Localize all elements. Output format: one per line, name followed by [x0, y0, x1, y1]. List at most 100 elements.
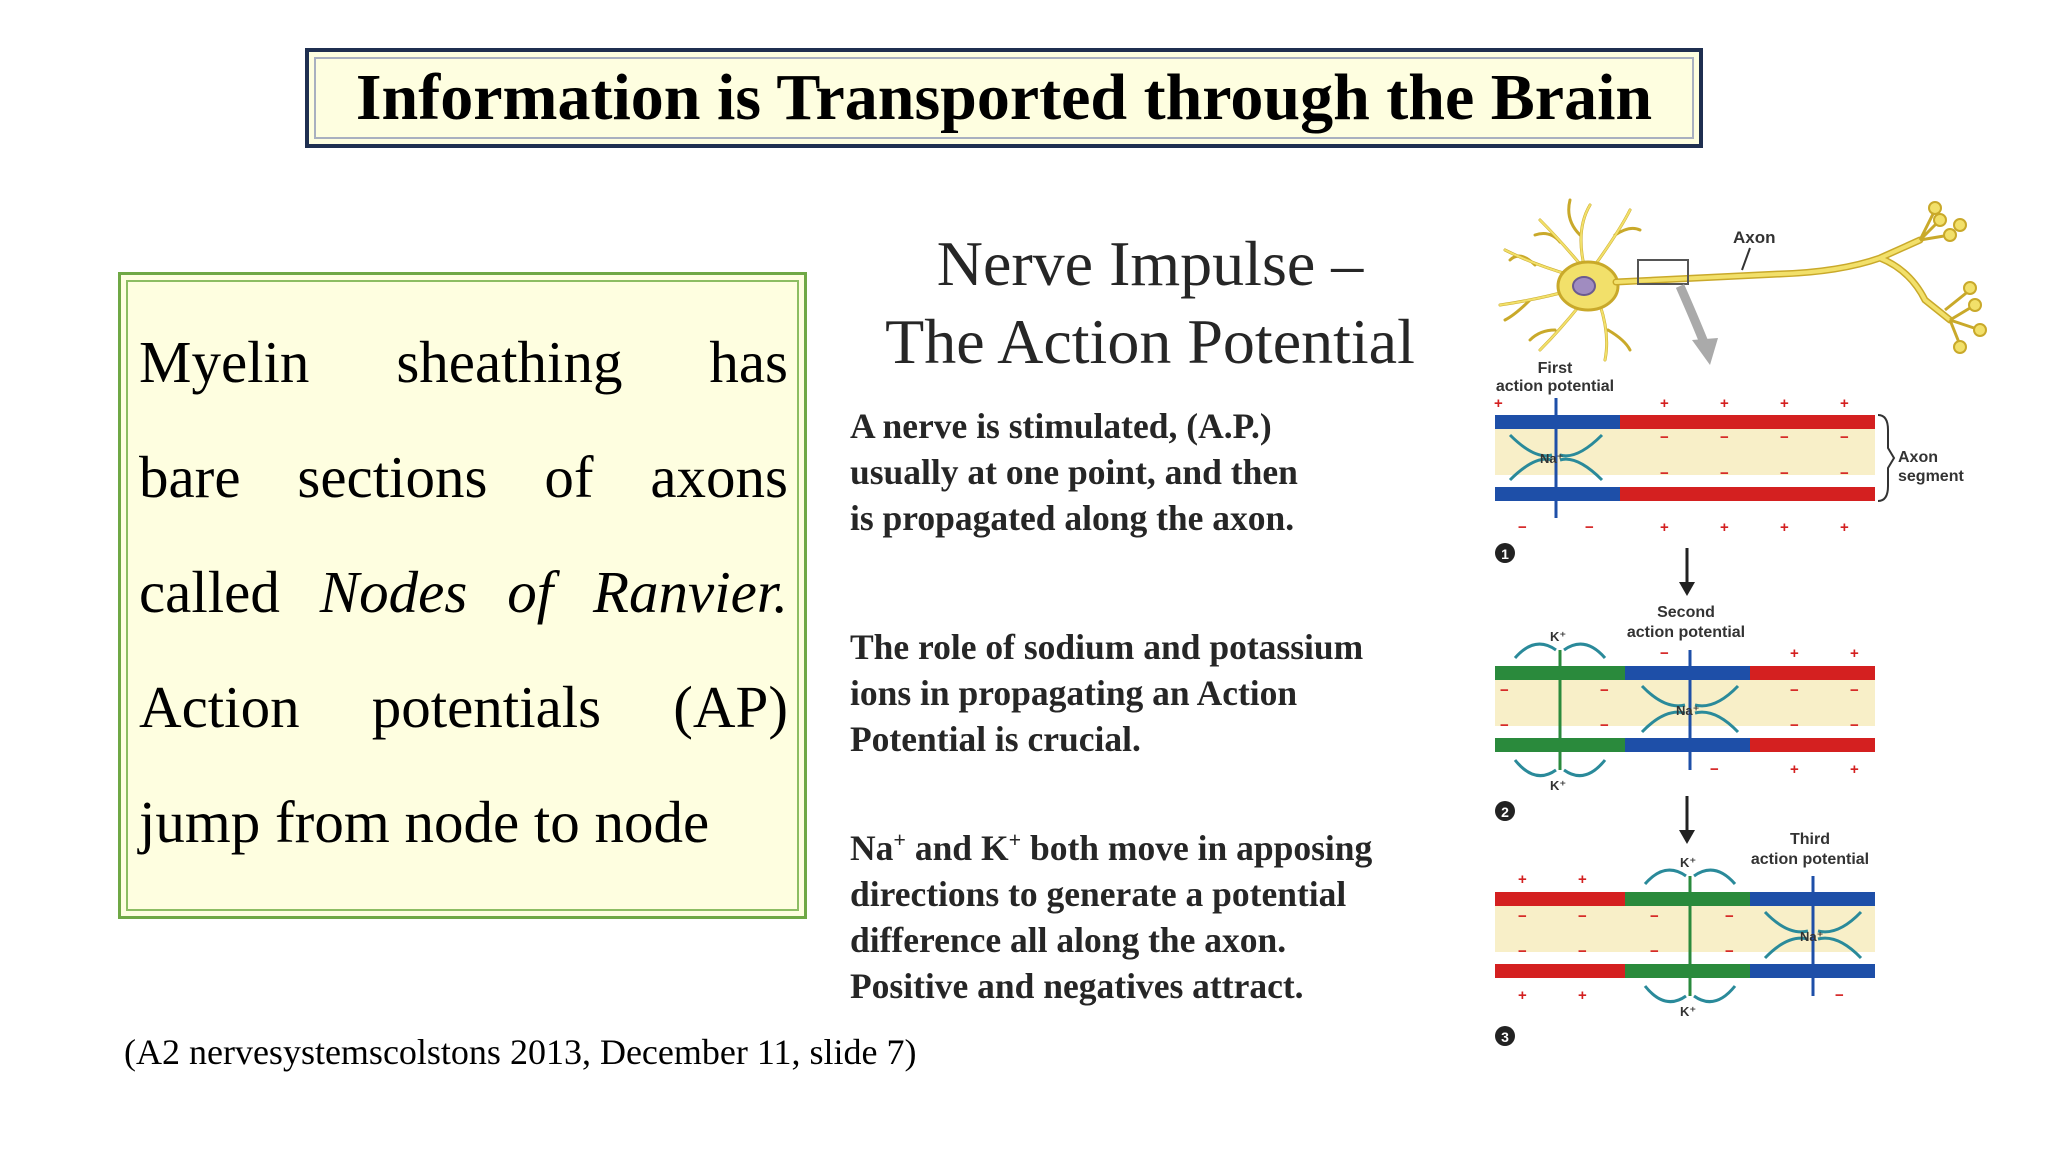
- svg-text:+: +: [1518, 987, 1527, 1004]
- ion-role-line-1: The role of sodium and potassium: [850, 627, 1364, 667]
- svg-text:+: +: [1840, 519, 1849, 536]
- svg-text:−: −: [1518, 943, 1527, 960]
- svg-text:−: −: [1835, 987, 1844, 1004]
- svg-text:−: −: [1518, 908, 1527, 925]
- na-label-3: Na⁺: [1800, 929, 1823, 944]
- svg-text:−: −: [1660, 465, 1669, 482]
- svg-text:+: +: [1790, 761, 1799, 778]
- svg-text:+: +: [1780, 519, 1789, 536]
- svg-text:−: −: [1600, 682, 1609, 699]
- svg-text:−: −: [1720, 465, 1729, 482]
- down-arrow-2-head: [1679, 830, 1695, 844]
- membrane-bottom-green-3: [1625, 964, 1750, 978]
- svg-text:−: −: [1650, 943, 1659, 960]
- step-2-number: 2: [1501, 804, 1509, 820]
- svg-text:−: −: [1780, 465, 1789, 482]
- myelin-text-line-3-prefix: called: [139, 559, 320, 625]
- axon-panel-2: Second action potential Na⁺ K⁺ K⁺ ++ ++ …: [1495, 604, 1875, 844]
- svg-text:−: −: [1578, 908, 1587, 925]
- terminal-buttons: [1928, 201, 1987, 354]
- sodium-charge: +: [893, 827, 906, 852]
- svg-text:+: +: [1790, 645, 1799, 662]
- axon-label: Axon: [1733, 228, 1776, 247]
- membrane-top-red-3: [1495, 892, 1625, 906]
- action-potential-figure: Axon First action potential Na⁺ + + + + + +…: [1480, 180, 2000, 1080]
- membrane-top-red-2: [1750, 666, 1875, 680]
- first-ap-label-line-2: action potential: [1496, 378, 1614, 395]
- axon-panel-1: First action potential Na⁺ + ++++ ++++ −…: [1494, 360, 1964, 596]
- svg-text:−: −: [1710, 761, 1719, 778]
- potassium-charge: +: [1008, 827, 1022, 852]
- svg-text:+: +: [1660, 519, 1669, 536]
- axon-label-pointer: [1741, 247, 1751, 271]
- svg-text:−: −: [1578, 943, 1587, 960]
- svg-text:+: +: [1660, 395, 1669, 412]
- ion-arrows-3: [1643, 868, 1863, 1004]
- stimulus-line-2: usually at one point, and then: [850, 452, 1298, 492]
- axon-segment-bracket: [1877, 414, 1896, 502]
- na-label-1: Na⁺: [1540, 451, 1563, 466]
- ion-role-line-2: ions in propagating an Action: [850, 673, 1298, 713]
- step-2-badge: [1495, 801, 1515, 821]
- membrane-top-green-3: [1625, 892, 1750, 906]
- svg-text:−: −: [1720, 429, 1729, 446]
- axon-segment-label-line-2: segment: [1898, 468, 1964, 485]
- axon-shaft-highlight: [1614, 238, 1952, 322]
- step-1-number: 1: [1501, 546, 1509, 562]
- svg-text:−: −: [1790, 717, 1799, 734]
- nerve-impulse-heading-line-2: The Action Potential: [885, 306, 1415, 377]
- myelin-textbox: Myelin sheathing has bare sections of ax…: [118, 272, 807, 919]
- membrane-bottom-red-3: [1495, 964, 1625, 978]
- nodes-of-ranvier-term: Nodes of Ranvier.: [319, 559, 788, 625]
- myelin-text-line-5: jump from node to node: [139, 789, 710, 855]
- na-label-2: Na⁺: [1676, 703, 1699, 718]
- ion-movement-line-4: Positive and negatives attract.: [850, 965, 1304, 1006]
- first-ap-label-line-1: First: [1538, 360, 1573, 377]
- membrane-top-red-1: [1620, 415, 1875, 429]
- zoom-arrow-head: [1692, 338, 1718, 365]
- ion-movement-line-1-rest: both move in apposing: [1021, 827, 1373, 868]
- svg-text:−: −: [1500, 682, 1509, 699]
- axon-segment-label-line-1: Axon: [1898, 449, 1938, 466]
- svg-text:−: −: [1840, 465, 1849, 482]
- ion-movement-line-1: Na+ and K+ both move in apposing: [850, 817, 1372, 871]
- stimulus-paragraph: A nerve is stimulated, (A.P.) usually at…: [850, 403, 1298, 541]
- membrane-top-blue-2: [1625, 666, 1750, 680]
- nerve-impulse-heading: Nerve Impulse – The Action Potential: [845, 225, 1455, 381]
- potassium-symbol: K: [980, 827, 1009, 868]
- svg-text:−: −: [1660, 645, 1669, 662]
- charge-row-2: ++ ++ −−−− −−−− −−: [1500, 645, 1859, 778]
- and-word: and: [905, 827, 981, 868]
- svg-text:−: −: [1725, 943, 1734, 960]
- dendrite-highlights: [1499, 204, 1631, 361]
- na-influx-arrows-1: [1508, 433, 1604, 482]
- k-label-2-top: K⁺: [1550, 629, 1566, 644]
- svg-text:−: −: [1660, 429, 1669, 446]
- svg-text:−: −: [1650, 908, 1659, 925]
- svg-text:−: −: [1518, 519, 1527, 536]
- charge-signs-1: +: [1494, 395, 1503, 412]
- membrane-bottom-red-1: [1620, 487, 1875, 501]
- sodium-symbol: Na: [850, 827, 894, 868]
- svg-text:+: +: [1578, 987, 1587, 1004]
- axon-terminals: [1918, 209, 1981, 346]
- svg-text:+: +: [1720, 395, 1729, 412]
- svg-text:+: +: [1720, 519, 1729, 536]
- second-ap-label-line-1: Second: [1657, 604, 1715, 621]
- myelin-text-line-3: called Nodes of Ranvier.: [139, 535, 788, 650]
- step-1-badge: [1495, 543, 1515, 563]
- stimulus-line-3: is propagated along the axon.: [850, 498, 1295, 538]
- charge-row-3: ++ ++ −−−− −−−− −: [1518, 871, 1844, 1004]
- nerve-impulse-heading-line-1: Nerve Impulse –: [936, 228, 1364, 299]
- myelin-text-line-2: bare sections of axons: [139, 444, 788, 510]
- myelin-text-line-1: Myelin sheathing has: [139, 329, 788, 395]
- step-3-number: 3: [1501, 1029, 1509, 1045]
- slide-title-box: Information is Transported through the B…: [305, 48, 1703, 148]
- neuron-illustration: Axon: [1498, 198, 1987, 365]
- svg-text:+: +: [1850, 761, 1859, 778]
- svg-text:−: −: [1790, 682, 1799, 699]
- ion-role-line-3: Potential is crucial.: [850, 719, 1141, 759]
- ion-movement-line-3: difference all along the axon.: [850, 919, 1287, 960]
- axon-panel-3: Third action potential Na⁺ K⁺ K⁺ ++ ++ −…: [1495, 831, 1875, 1046]
- myelin-text-line-4: Action potentials (AP): [139, 674, 788, 740]
